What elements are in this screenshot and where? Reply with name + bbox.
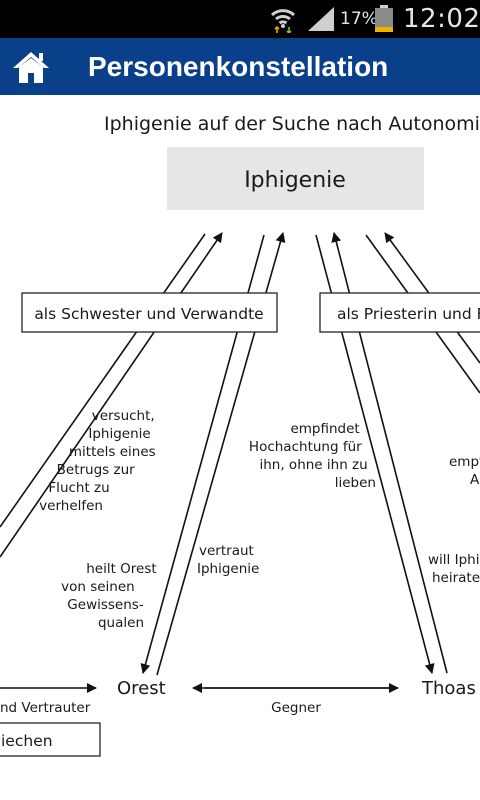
box-griechen-label: iechen [1,732,53,750]
box-priesterin [319,292,480,333]
arrow-line-left-1 [0,233,206,528]
content-area[interactable]: Iphigenie auf der Suche nach Autonomie I… [0,95,480,800]
clock: 12:02 [403,4,480,34]
app-title: Personenkonstellation [88,51,389,82]
battery-icon [374,0,396,38]
status-bar: 17% 12:02 [0,0,480,38]
signal-icon [306,0,336,38]
iphigenie-node[interactable]: Iphigenie [244,168,346,193]
diagram-heading: Iphigenie auf der Suche nach Autonomie [104,113,480,135]
box-schwester-label: als Schwester und Verwandte [34,305,263,323]
label-vertraut: vertraut Iphigenie [197,543,259,577]
home-button[interactable] [6,42,56,92]
home-icon [13,52,49,83]
battery-percent: 17% [340,9,378,29]
label-vertrauter: nd Vertrauter [0,700,91,716]
box-griechen [0,722,101,757]
label-heilt: heilt Orest von seinen Gewissens- qualen [61,561,161,631]
label-versucht: versucht, Iphigenie mittels eines Betrug… [39,408,160,514]
app-bar: Personenkonstellation [0,38,480,95]
label-gegner: Gegner [271,700,321,716]
wifi-icon [270,0,296,38]
label-empfindet: empfindet Hochachtung für ihn, ohne ihn … [249,421,376,491]
label-empf-cut: empf A [449,454,480,488]
label-will: will Iphig heirater [428,552,480,586]
orest-node[interactable]: Orest [117,678,166,699]
character-diagram: Iphigenie auf der Suche nach Autonomie I… [0,113,480,757]
box-schwester [21,292,278,333]
box-priesterin-label: als Priesterin und F [337,305,480,323]
arrow-line-left-2 [0,232,223,558]
iphigenie-node-box [167,147,424,210]
thoas-node[interactable]: Thoas [421,678,476,699]
